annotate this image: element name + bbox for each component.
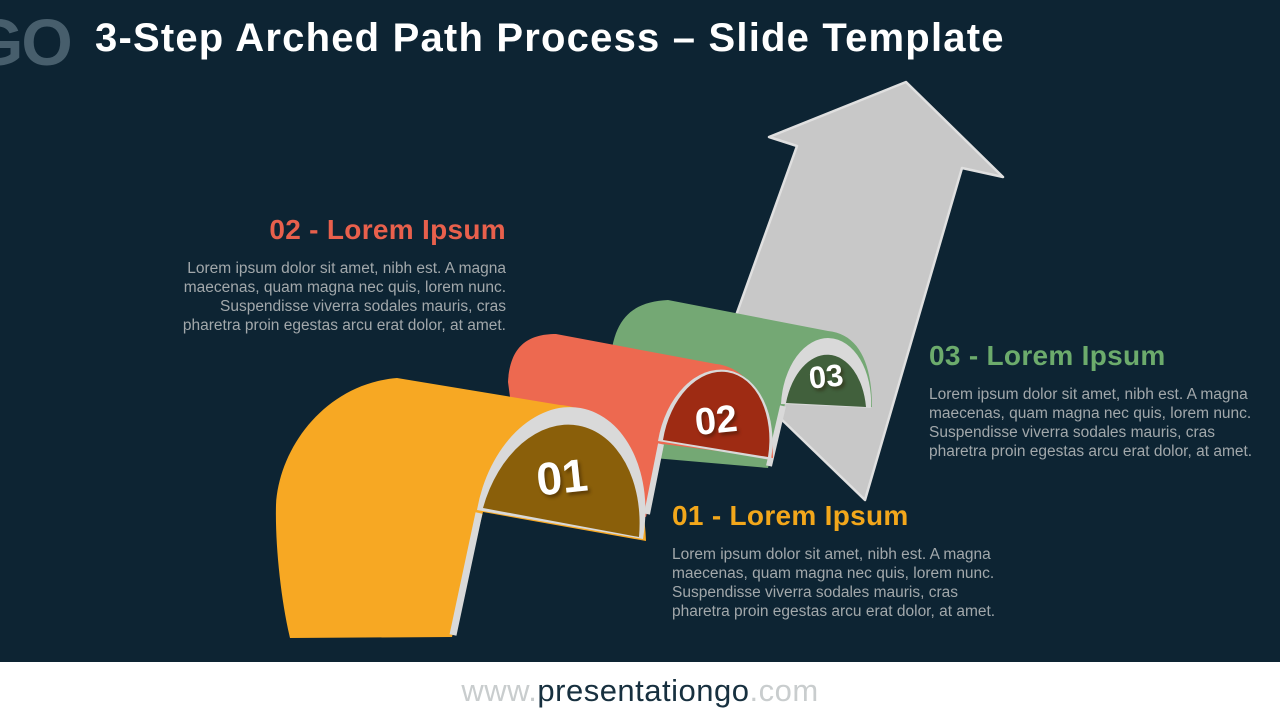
step-03-body: Lorem ipsum dolor sit amet, nibh est. A … [929, 385, 1254, 461]
arch-01-face [483, 424, 640, 537]
step-01-body-line: pharetra proin egestas arcu erat dolor, … [672, 603, 996, 620]
footer-com: .com [749, 673, 819, 708]
arch-01-rim-leg [449, 512, 483, 636]
step-03-text-block: 03 - Lorem Ipsum Lorem ipsum dolor sit a… [929, 340, 1254, 461]
slide-title: 3-Step Arched Path Process – Slide Templ… [95, 16, 1005, 60]
arch-02-face [663, 371, 770, 457]
footer-bar: www.presentationgo.com [0, 662, 1280, 720]
step-03-heading: 03 - Lorem Ipsum [929, 340, 1166, 371]
footer-brand: presentationgo [537, 673, 750, 708]
step-01-heading: 01 - Lorem Ipsum [672, 500, 909, 531]
step-01-body-line: Suspendisse viverra sodales mauris, cras [672, 584, 959, 601]
arch-02-rim-leg [644, 443, 664, 515]
step-02-body-line: Suspendisse viverra sodales mauris, cras [219, 298, 506, 315]
step-03-number: 03 [807, 357, 845, 395]
arch-03-face [786, 354, 866, 407]
step-03-body-line: pharetra proin egestas arcu erat dolor, … [929, 443, 1253, 460]
step-01-body-line: maecenas, quam magna nec quis, lorem nun… [672, 565, 995, 582]
step-02-heading: 02 - Lorem Ipsum [269, 214, 506, 245]
step-01-text-block: 01 - Lorem Ipsum Lorem ipsum dolor sit a… [672, 500, 997, 621]
step-01-number: 01 [534, 448, 590, 505]
step-02-body-line: Lorem ipsum dolor sit amet, nibh est. A … [187, 260, 506, 277]
step-02-body-line: maecenas, quam magna nec quis, lorem nun… [183, 279, 506, 296]
arch-01: 01 [275, 378, 646, 638]
presentationgo-logo: GO [0, 5, 73, 79]
step-02-body: Lorem ipsum dolor sit amet, nibh est. A … [181, 259, 506, 335]
step-03-body-line: Lorem ipsum dolor sit amet, nibh est. A … [929, 386, 1248, 403]
step-01-body-line: Lorem ipsum dolor sit amet, nibh est. A … [672, 546, 991, 563]
step-01-body: Lorem ipsum dolor sit amet, nibh est. A … [672, 545, 997, 621]
step-03-body-line: maecenas, quam magna nec quis, lorem nun… [929, 405, 1252, 422]
step-03-body-line: Suspendisse viverra sodales mauris, cras [929, 424, 1216, 441]
step-02-number: 02 [693, 398, 739, 444]
footer-www: www. [461, 673, 538, 708]
step-02-text-block: 02 - Lorem Ipsum Lorem ipsum dolor sit a… [181, 214, 506, 335]
step-02-body-line: pharetra proin egestas arcu erat dolor, … [182, 317, 506, 334]
